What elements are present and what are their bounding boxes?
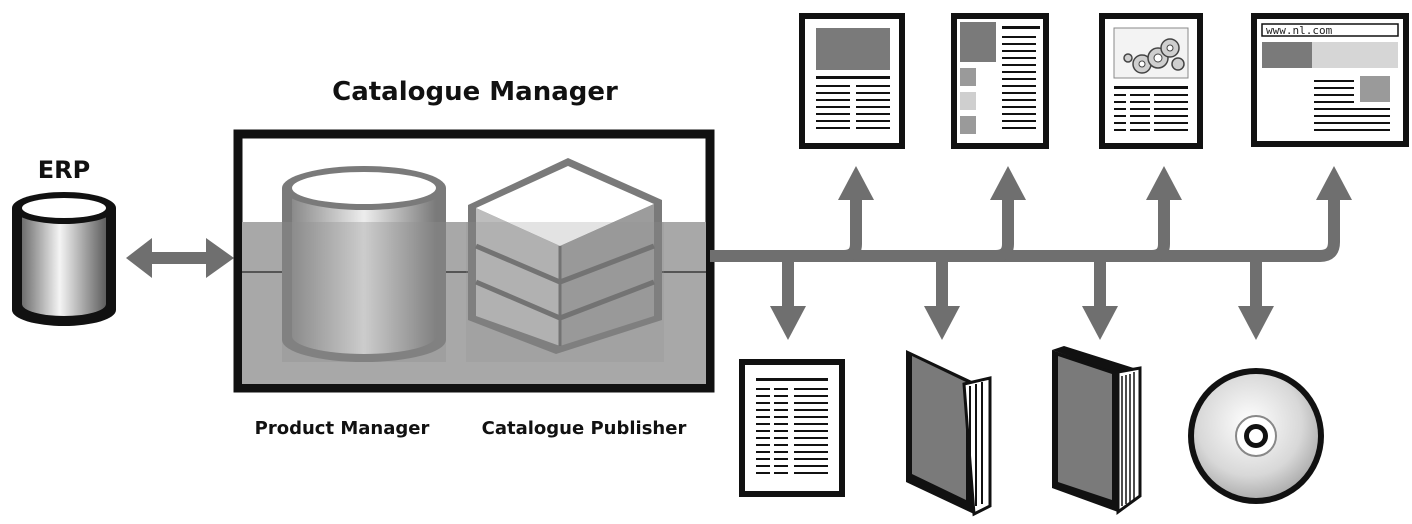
catalogue-manager-title: Catalogue Manager [332, 77, 618, 107]
web-page-icon: www.nl.com [1251, 13, 1409, 147]
catalogue-publisher-stack-icon [466, 158, 664, 362]
open-catalogue-icon [906, 350, 992, 517]
product-manager-label: Product Manager [255, 418, 430, 439]
erp-sync-arrow [126, 238, 234, 278]
distribution-bus [710, 188, 1340, 316]
erp-database-icon [12, 192, 116, 326]
catalogue-publisher-label: Catalogue Publisher [482, 418, 687, 439]
price-list-page-icon [739, 359, 845, 497]
product-manager-cylinder-icon [282, 166, 446, 362]
flyer-page-icon [951, 13, 1049, 149]
cd-rom-icon [1188, 368, 1324, 504]
distribution-arrowheads [770, 166, 1352, 340]
parts-sheet-icon [1099, 13, 1203, 149]
erp-label: ERP [38, 156, 90, 184]
bound-book-icon [1052, 346, 1142, 515]
brochure-page-icon [799, 13, 905, 149]
web-page-url: www.nl.com [1266, 24, 1333, 37]
